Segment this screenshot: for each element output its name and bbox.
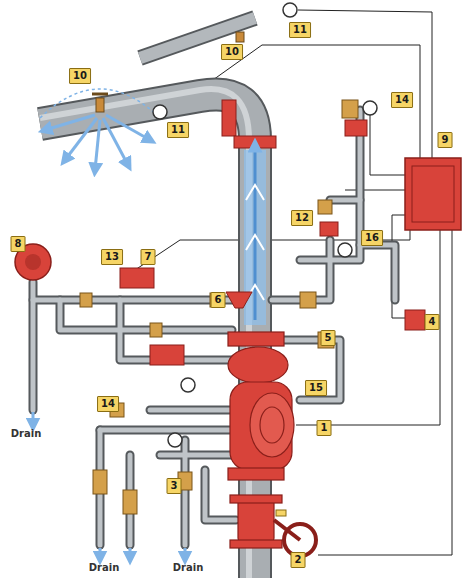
trim-pipe bbox=[33, 110, 395, 545]
drain-arrow bbox=[99, 548, 102, 558]
valve-flange bbox=[228, 332, 284, 346]
valve-flange bbox=[230, 540, 282, 548]
pressure-gauge bbox=[153, 3, 377, 447]
drain-funnel bbox=[226, 292, 252, 308]
drain-arrow bbox=[184, 548, 187, 558]
pressure-gauge bbox=[181, 378, 195, 392]
sprinkler-head bbox=[236, 32, 244, 42]
drain-arrow bbox=[129, 548, 132, 558]
valve-cover bbox=[260, 407, 284, 443]
water-spray bbox=[45, 115, 95, 130]
callout-number: 2 bbox=[291, 552, 306, 568]
callout-number: 9 bbox=[438, 132, 453, 148]
water-spray bbox=[40, 89, 160, 118]
callout-number: 4 bbox=[425, 314, 440, 330]
drain-arrow bbox=[33, 412, 185, 558]
callout-number: 11 bbox=[167, 122, 189, 138]
control-panel bbox=[412, 166, 454, 222]
pressure-gauge bbox=[363, 101, 377, 115]
drain-label: Drain bbox=[89, 563, 120, 573]
control-wire bbox=[135, 230, 410, 270]
flow-arrow bbox=[254, 145, 257, 320]
callout-number: 13 bbox=[101, 249, 123, 265]
callout-number: 14 bbox=[97, 396, 119, 412]
callout-number: 8 bbox=[11, 236, 26, 252]
deluge-valve bbox=[228, 332, 294, 548]
gate-valve bbox=[238, 498, 274, 542]
brass-valve bbox=[342, 100, 358, 118]
control-wire bbox=[370, 110, 405, 175]
trim-device bbox=[320, 222, 338, 236]
callout-number: 7 bbox=[141, 249, 156, 265]
callout-number: 15 bbox=[305, 380, 327, 396]
valve-flange bbox=[230, 495, 282, 503]
trim-pipe bbox=[33, 110, 395, 545]
callout-number: 10 bbox=[69, 68, 91, 84]
drain-label: Drain bbox=[173, 563, 204, 573]
callout-number: 1 bbox=[317, 420, 332, 436]
callout-number: 10 bbox=[221, 44, 243, 60]
callout-number: 16 bbox=[361, 230, 383, 246]
valve-trim bbox=[228, 347, 288, 383]
sprinkler-head bbox=[92, 93, 108, 96]
flange bbox=[222, 100, 236, 136]
water-spray bbox=[95, 120, 100, 170]
sprinkler-head bbox=[96, 98, 104, 112]
valve-indicator bbox=[276, 510, 286, 516]
main-pipe bbox=[40, 94, 255, 578]
water-spray bbox=[106, 115, 150, 140]
pressure-gauge bbox=[153, 105, 167, 119]
trim-device bbox=[150, 345, 184, 365]
pressure-gauge bbox=[338, 243, 352, 257]
drain-label: Drain bbox=[11, 429, 42, 439]
brass-valve bbox=[123, 490, 137, 514]
pressure-gauge bbox=[168, 433, 182, 447]
brass-valve bbox=[318, 200, 332, 214]
water-spray bbox=[65, 118, 97, 160]
alarm-bell bbox=[25, 254, 41, 270]
pressure-gauge bbox=[283, 3, 297, 17]
callout-number: 6 bbox=[211, 292, 226, 308]
brass-valve bbox=[150, 323, 162, 337]
callout-number: 14 bbox=[391, 92, 413, 108]
drain-arrow bbox=[32, 412, 35, 425]
control-wire bbox=[345, 190, 405, 191]
brass-valve bbox=[300, 292, 316, 308]
control-wire bbox=[298, 10, 432, 158]
callout-number: 3 bbox=[167, 478, 182, 494]
callout-number: 11 bbox=[289, 22, 311, 38]
control-panel bbox=[405, 158, 461, 230]
solenoid-valve bbox=[405, 310, 425, 330]
pressure-switch bbox=[120, 268, 154, 288]
brass-valve bbox=[80, 293, 92, 307]
brass-valve bbox=[93, 470, 107, 494]
main-pipe bbox=[40, 94, 255, 578]
callout-number: 5 bbox=[321, 330, 336, 346]
valve-flange bbox=[228, 468, 284, 480]
valve-cover bbox=[250, 393, 294, 457]
water-spray bbox=[40, 89, 160, 170]
flow-arrow bbox=[246, 185, 264, 300]
trim-device bbox=[345, 120, 367, 136]
callout-number: 12 bbox=[291, 210, 313, 226]
hand-wheel bbox=[274, 520, 300, 540]
brass-valve bbox=[80, 100, 358, 514]
